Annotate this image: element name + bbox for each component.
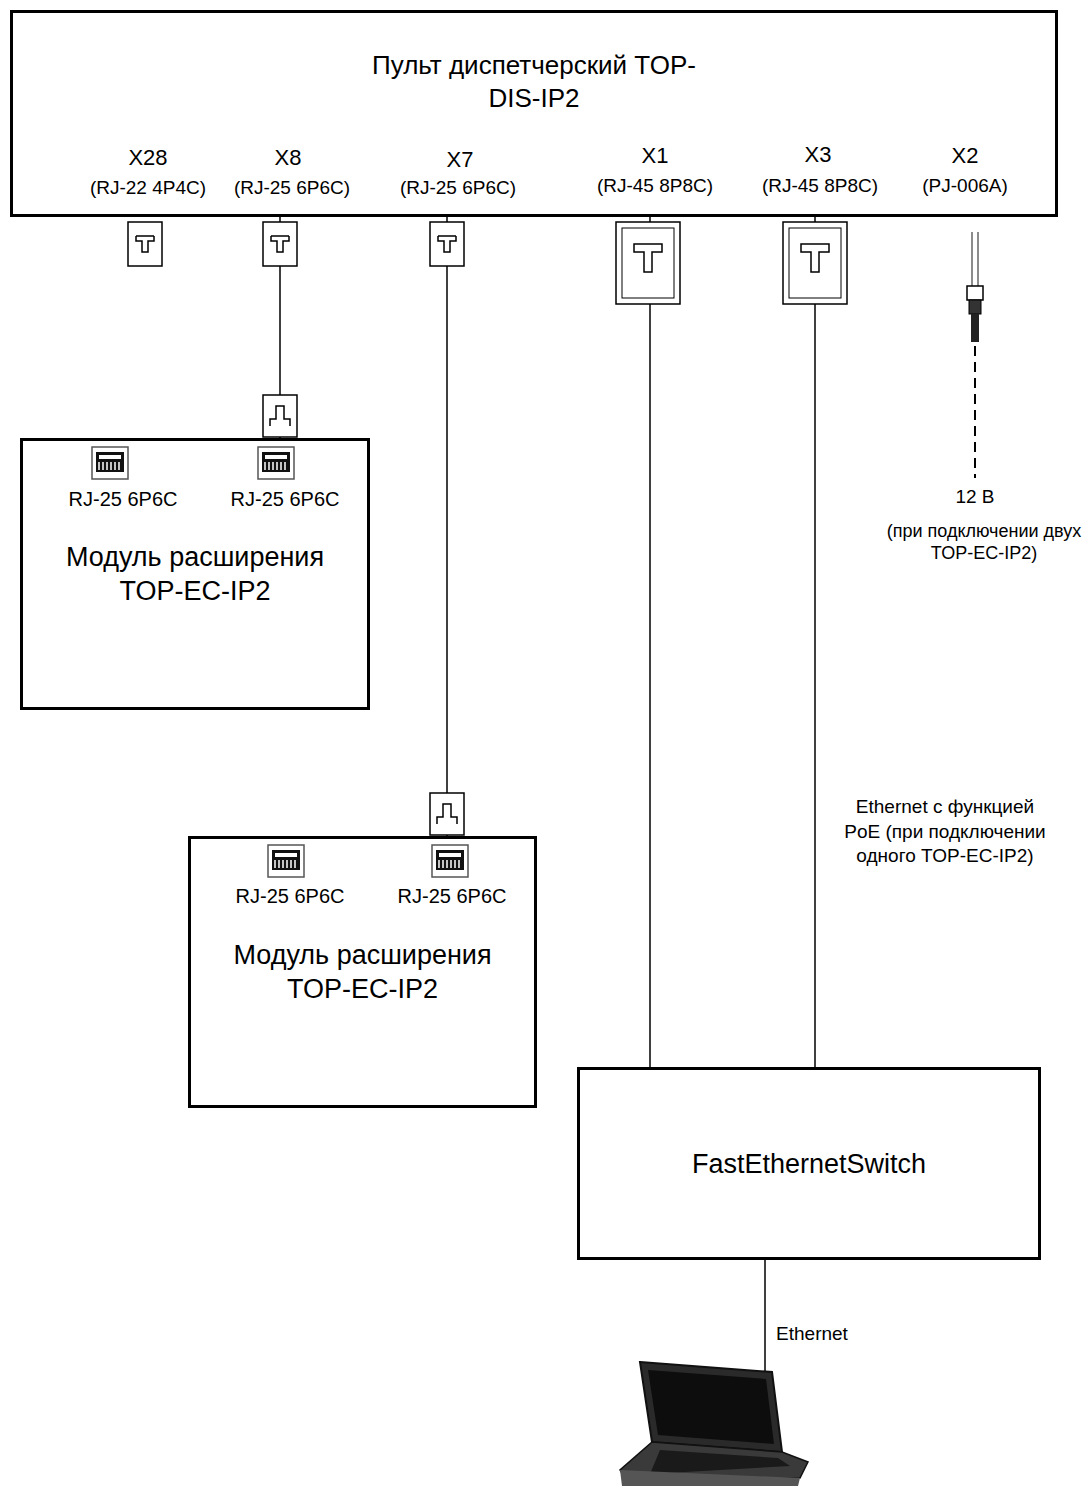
connector-type: (RJ-45 8P8C) bbox=[762, 175, 878, 198]
voltage-label: 12 В bbox=[955, 486, 994, 509]
cable-line bbox=[814, 217, 816, 1067]
rj25-jack bbox=[430, 222, 464, 266]
rj25-socket bbox=[432, 845, 468, 877]
rj45-jack bbox=[616, 222, 680, 304]
port-name: X7 bbox=[447, 147, 474, 173]
rj25-socket bbox=[92, 447, 128, 479]
connector-type: RJ-25 6P6C bbox=[231, 487, 340, 511]
rj25-jack bbox=[263, 222, 297, 266]
port-name: X8 bbox=[275, 145, 302, 171]
rj25-socket bbox=[268, 845, 304, 877]
cable-line bbox=[815, 217, 816, 1067]
connector-type: RJ-25 6P6C bbox=[236, 884, 345, 908]
box-title: FastEthernetSwitch bbox=[589, 1148, 1029, 1182]
rj25-plug bbox=[263, 395, 297, 437]
connector-type: (RJ-25 6P6C) bbox=[234, 177, 350, 200]
cable-line bbox=[649, 217, 651, 1067]
laptop-illustration bbox=[620, 1362, 808, 1486]
port-name: X28 bbox=[128, 145, 167, 171]
connector-type: (RJ-45 8P8C) bbox=[597, 175, 713, 198]
port-name: X2 bbox=[952, 143, 979, 169]
switch-box: FastEthernetSwitch bbox=[577, 1067, 1041, 1260]
rj25-socket bbox=[258, 447, 294, 479]
power-plug bbox=[967, 232, 983, 478]
edge-label: Ethernet с функцией PoE (при подключении… bbox=[836, 795, 1055, 869]
connector-type: RJ-25 6P6C bbox=[69, 487, 178, 511]
rj45-jack bbox=[783, 222, 847, 304]
rj22-jack bbox=[128, 222, 162, 266]
cable-line bbox=[447, 217, 448, 836]
cable-line bbox=[650, 217, 651, 1067]
box-title: Пульт диспетчерский TOP-DIS-IP2 bbox=[369, 49, 699, 114]
connector-type: (RJ-22 4P4C) bbox=[90, 177, 206, 200]
connector-type: RJ-25 6P6C bbox=[398, 884, 507, 908]
connector-type: (PJ-006A) bbox=[922, 175, 1008, 198]
rj25-plug bbox=[430, 793, 464, 835]
box-title: Модуль расширения TOP-EC-IP2 bbox=[40, 541, 350, 609]
module-box: Модуль расширения TOP-EC-IP2 bbox=[188, 836, 537, 1108]
module-box: Модуль расширения TOP-EC-IP2 bbox=[20, 438, 370, 710]
cable-line bbox=[446, 217, 448, 836]
port-name: X1 bbox=[642, 143, 669, 169]
link-label: Ethernet bbox=[776, 1323, 848, 1346]
connector-type: (RJ-25 6P6C) bbox=[400, 177, 516, 200]
port-name: X3 bbox=[805, 142, 832, 168]
box-title: Модуль расширения TOP-EC-IP2 bbox=[208, 939, 518, 1007]
power-note: (при подключении двух TOP-EC-IP2) bbox=[886, 521, 1082, 564]
